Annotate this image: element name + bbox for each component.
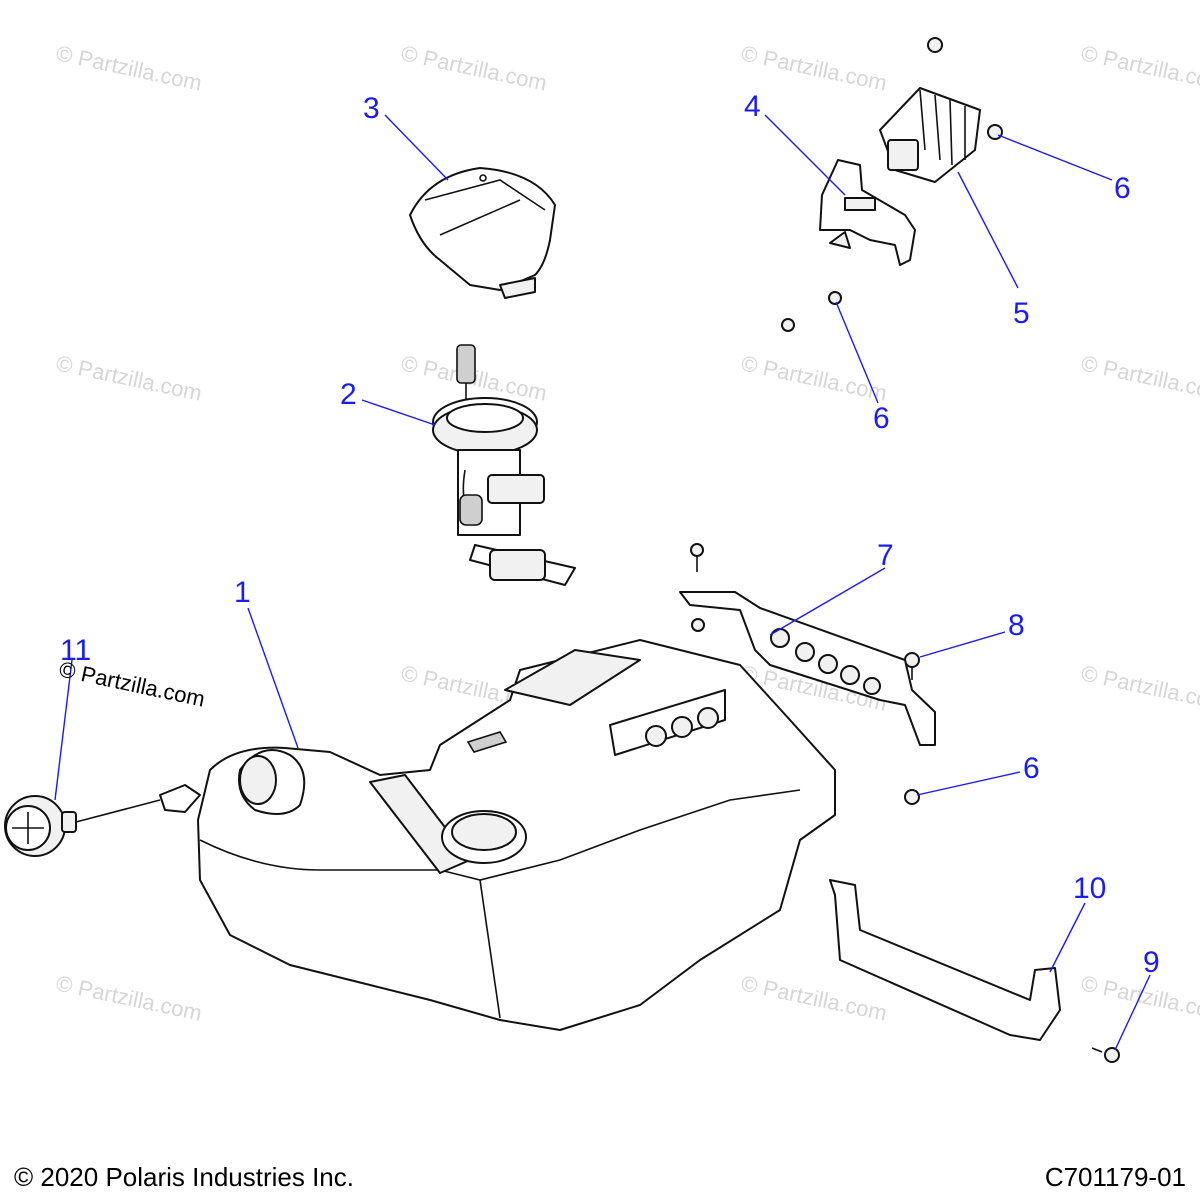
part-7-heat-shield-bracket[interactable] [679,591,936,746]
callout-10[interactable]: 10 [1073,872,1106,905]
callout-6c[interactable]: 6 [1023,752,1040,785]
leader-lines [54,114,1151,1051]
callout-3[interactable]: 3 [363,92,380,125]
nut[interactable] [987,124,1003,140]
watermark: © Partzilla.com [54,350,204,405]
nut[interactable] [904,789,920,805]
callout-11[interactable]: 11 [60,634,91,667]
watermark: © Partzilla.com [1079,350,1200,405]
nut[interactable] [828,291,842,305]
leader-4 [764,114,846,196]
leader-10 [1049,902,1086,973]
leader-9 [1114,974,1151,1051]
watermark: © Partzilla.com [54,40,204,95]
bolt[interactable] [690,543,704,572]
leader-3 [384,114,449,181]
part-3-pump-cover[interactable] [409,167,556,299]
watermark: © Partzilla.com [1079,660,1200,715]
nut[interactable] [781,318,795,332]
diagram-id: C701179-01 [1045,1162,1186,1192]
leader-6c [916,771,1021,796]
leader-1 [247,607,299,749]
watermark: © Partzilla.com [54,970,204,1025]
watermark: © Partzilla.com [739,970,889,1025]
leader-6b [835,301,879,404]
bolt-9[interactable] [1091,1047,1120,1063]
partzilla-stamp: © Partzilla.com [57,656,207,711]
leader-11 [54,659,73,801]
part-2-fuel-pump[interactable] [432,344,576,586]
callout-9[interactable]: 9 [1143,946,1160,979]
callout-5[interactable]: 5 [1013,297,1030,330]
leader-2 [361,399,436,426]
watermark: © Partzilla.com [739,40,889,95]
watermark: © Partzilla.com [399,40,549,95]
watermark: © Partzilla.com [739,350,889,405]
footer: © 2020 Polaris Industries Inc. C701179-0… [14,1162,1186,1192]
watermark: © Partzilla.com [1079,40,1200,95]
leader-8 [919,631,1006,658]
hardware-nuts [691,37,1003,805]
callout-7[interactable]: 7 [877,539,894,572]
copyright-text: © 2020 Polaris Industries Inc. [14,1162,354,1192]
leader-7 [769,567,886,636]
callout-6b[interactable]: 6 [873,402,890,435]
part-10-tank-strap[interactable] [829,879,1061,1041]
bolt-8[interactable] [904,652,920,680]
nut[interactable] [691,618,705,632]
callout-1[interactable]: 1 [234,576,251,609]
leader-5 [957,171,1019,289]
part-5-module[interactable] [879,87,981,183]
part-11-fuel-cap[interactable] [4,784,201,857]
leader-6a [997,134,1113,181]
part-4-bracket[interactable] [819,159,916,266]
part-1-fuel-tank[interactable] [197,639,836,1031]
hardware-bolts [690,543,1120,1063]
callout-6a[interactable]: 6 [1114,172,1131,205]
callout-4[interactable]: 4 [744,90,761,123]
callouts: 1 2 3 4 5 6 6 6 7 8 9 10 11 [60,90,1160,979]
nut[interactable] [927,37,943,53]
callout-2[interactable]: 2 [340,378,357,411]
callout-8[interactable]: 8 [1008,609,1025,642]
